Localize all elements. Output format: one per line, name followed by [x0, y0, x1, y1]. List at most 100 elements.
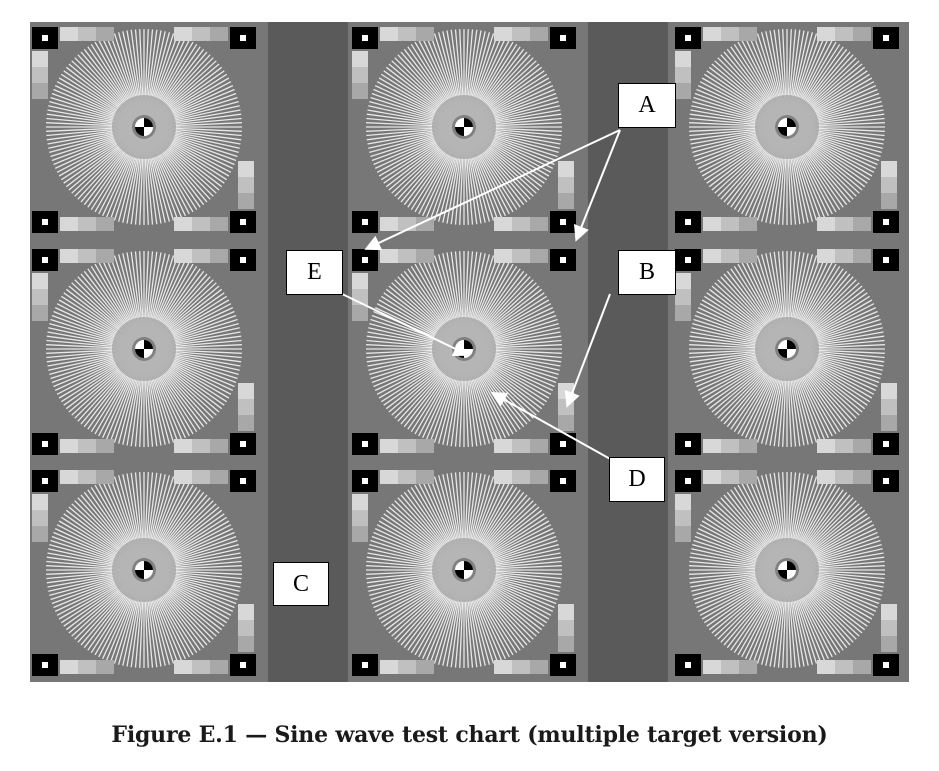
sine-star-target	[352, 27, 576, 233]
grey-patch-strip	[380, 27, 434, 41]
grey-patch-strip	[703, 217, 757, 231]
grey-patch-strip	[352, 51, 368, 99]
grey-patch-strip	[494, 660, 548, 674]
fiducial-mark	[550, 27, 576, 49]
fiducial-mark	[352, 27, 378, 49]
grey-patch-strip	[881, 604, 897, 652]
grey-patch-strip	[238, 161, 254, 209]
figure-caption: Figure E.1 — Sine wave test chart (multi…	[111, 722, 828, 748]
center-quadrant-mark	[778, 340, 796, 358]
grey-patch-strip	[703, 249, 757, 263]
center-quadrant-mark	[135, 118, 153, 136]
callout-e: E	[286, 250, 343, 295]
grey-patch-strip	[60, 439, 114, 453]
callout-a: A	[618, 83, 676, 128]
grey-patch-strip	[881, 383, 897, 431]
grey-patch-strip	[174, 27, 228, 41]
fiducial-mark	[32, 27, 58, 49]
grey-patch-strip	[817, 470, 871, 484]
fiducial-mark	[873, 211, 899, 233]
grey-patch-strip	[817, 249, 871, 263]
fiducial-mark	[32, 433, 58, 455]
grey-patch-strip	[238, 604, 254, 652]
fiducial-mark	[675, 211, 701, 233]
grey-patch-strip	[558, 161, 574, 209]
fiducial-mark	[230, 211, 256, 233]
grey-patch-strip	[675, 51, 691, 99]
fiducial-mark	[873, 470, 899, 492]
grey-patch-strip	[817, 660, 871, 674]
fiducial-mark	[352, 433, 378, 455]
grey-patch-strip	[817, 217, 871, 231]
fiducial-mark	[230, 249, 256, 271]
fiducial-mark	[230, 433, 256, 455]
callout-b: B	[618, 250, 676, 295]
fiducial-mark	[675, 654, 701, 676]
grey-patch-strip	[174, 439, 228, 453]
sine-star-target	[32, 470, 256, 676]
fiducial-mark	[352, 211, 378, 233]
grey-patch-strip	[703, 439, 757, 453]
fiducial-mark	[32, 470, 58, 492]
sine-star-target	[675, 249, 899, 455]
grey-patch-strip	[174, 249, 228, 263]
grey-patch-strip	[32, 51, 48, 99]
grey-patch-strip	[174, 470, 228, 484]
arrow-b-to-patch	[564, 293, 611, 408]
fiducial-mark	[873, 433, 899, 455]
grey-patch-strip	[558, 383, 574, 431]
fiducial-mark	[873, 27, 899, 49]
fiducial-mark	[873, 249, 899, 271]
fiducial-mark	[550, 211, 576, 233]
fiducial-mark	[675, 249, 701, 271]
sine-wave-test-chart-photo	[30, 22, 909, 682]
grey-patch-strip	[881, 161, 897, 209]
grey-patch-strip	[380, 217, 434, 231]
callout-d: D	[609, 457, 665, 502]
grey-patch-strip	[494, 217, 548, 231]
fiducial-mark	[550, 470, 576, 492]
grey-patch-strip	[558, 604, 574, 652]
fiducial-mark	[352, 470, 378, 492]
fiducial-mark	[230, 470, 256, 492]
grey-patch-strip	[174, 217, 228, 231]
grey-patch-strip	[703, 27, 757, 41]
grey-patch-strip	[32, 494, 48, 542]
grey-patch-strip	[60, 470, 114, 484]
grey-patch-strip	[494, 249, 548, 263]
fiducial-mark	[230, 27, 256, 49]
grey-patch-strip	[675, 273, 691, 321]
center-quadrant-mark	[135, 340, 153, 358]
arrow-a-to-right-fiducial	[574, 129, 621, 242]
center-quadrant-mark	[778, 118, 796, 136]
grey-patch-strip	[32, 273, 48, 321]
arrow-e-to-center	[337, 291, 470, 356]
fiducial-mark	[550, 654, 576, 676]
grey-patch-strip	[380, 249, 434, 263]
grey-patch-strip	[494, 470, 548, 484]
fiducial-mark	[550, 249, 576, 271]
separator-strip-right	[588, 22, 668, 682]
sine-star-target	[32, 27, 256, 233]
callout-c: C	[273, 562, 329, 606]
grey-patch-strip	[352, 494, 368, 542]
fiducial-mark	[32, 249, 58, 271]
grey-patch-strip	[60, 27, 114, 41]
grey-patch-strip	[703, 470, 757, 484]
callout-arrows	[337, 129, 621, 461]
grey-patch-strip	[380, 660, 434, 674]
grey-patch-strip	[60, 249, 114, 263]
fiducial-mark	[550, 433, 576, 455]
grey-patch-strip	[703, 660, 757, 674]
arrow-d-to-star	[490, 392, 613, 461]
grey-patch-strip	[675, 494, 691, 542]
center-quadrant-mark	[778, 561, 796, 579]
grey-patch-strip	[380, 439, 434, 453]
center-quadrant-mark	[455, 118, 473, 136]
grey-patch-strip	[60, 217, 114, 231]
fiducial-mark	[675, 470, 701, 492]
fiducial-mark	[675, 27, 701, 49]
fiducial-mark	[352, 249, 378, 271]
grey-patch-strip	[60, 660, 114, 674]
grey-patch-strip	[352, 273, 368, 321]
